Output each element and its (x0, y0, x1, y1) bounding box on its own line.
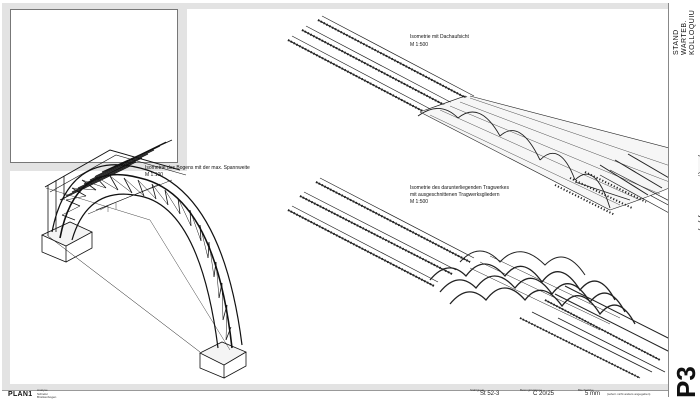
title-line-2: WARTEB. (681, 19, 688, 55)
structure-view-scale: M 1:500 (410, 199, 429, 205)
title-line-1: STAND (673, 29, 680, 55)
structure-view-title-1: Isometrie des darunterliegenden Tragwerk… (410, 185, 509, 191)
frame-vertical-divider (178, 3, 187, 171)
plan-subline-1: Analyse (37, 388, 48, 392)
plan-subline-2: Schiefer (37, 391, 49, 396)
frame-bottom (2, 384, 668, 390)
arch-view-title: Isometrie des Bogens mit der max. Spannw… (145, 165, 250, 171)
concrete-label: Betongüteklasse (520, 388, 543, 392)
sheet-number: P3 (671, 366, 700, 398)
plan-subline-3: Brückenbogen (37, 395, 57, 399)
empty-frame-box (10, 9, 178, 163)
thickness-value: 5 mm (585, 391, 600, 397)
roof-isometric (287, 15, 700, 231)
thickness-label: Blechstärke (578, 388, 594, 392)
arch-view-scale: M 1:100 (145, 172, 164, 178)
concrete-value: C 20/25 (533, 391, 555, 397)
title-block (668, 3, 698, 397)
structure-view-title-2: mit ausgeschnittenen Tragwerksgliedern (410, 192, 500, 198)
frame-left (2, 3, 10, 385)
material-value: St 52-3 (480, 391, 500, 397)
title-line-3: KOLLOQUIU (689, 9, 696, 55)
roof-view-scale: M 1:500 (410, 42, 429, 48)
thickness-note: (sofern nicht anders angegeben) (607, 392, 651, 396)
frame-top (2, 3, 668, 9)
material-label: Stahlguete (470, 388, 485, 392)
plan-label: PLAN1 (8, 391, 33, 398)
roof-view-title: Isometrie mit Dachaufsicht (410, 34, 469, 40)
structure-isometric (287, 177, 681, 379)
bottom-info-strip (2, 390, 668, 398)
arch-isometric (41, 139, 247, 379)
